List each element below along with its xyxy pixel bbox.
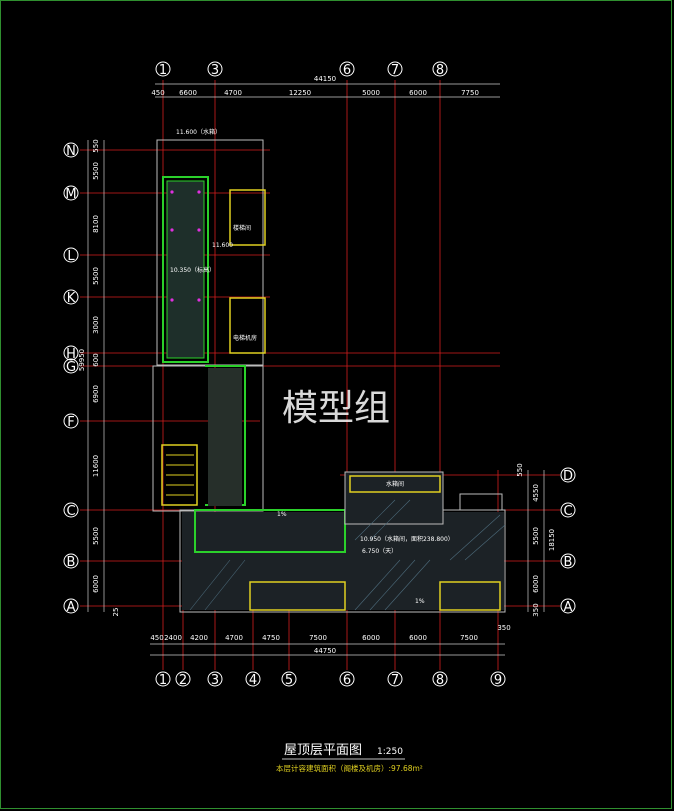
dim-seg: 6000 [409,89,427,97]
axis-label-top: 8 [436,63,444,78]
axis-label-left: F [67,415,74,430]
axis-bubbles-right [560,467,576,614]
building-outline [152,139,506,613]
dim-seg: 5500 [92,267,100,285]
axis-label-bottom: 7 [391,673,399,688]
axis-labels-left: N M L K H G F C B A [65,144,76,615]
level-label: 11.600 [212,242,233,249]
dim-seg: 6000 [532,575,540,593]
dimension-text-left: 550 5500 8100 5500 3000 600 6900 11600 5… [78,139,120,616]
axis-label-bottom: 6 [343,673,351,688]
drawing-title: 屋顶层平面图 [284,743,362,758]
axis-label-top: 1 [159,63,167,78]
axis-label-right: C [563,504,572,519]
dim-seg: 450 [150,634,163,642]
dim-seg: 5500 [92,527,100,545]
axis-labels-bottom: 1 2 3 4 5 6 7 8 9 [159,673,502,688]
axis-bubbles-top [155,61,448,77]
dim-total-bottom: 44750 [314,647,336,655]
dim-seg: 6000 [362,634,380,642]
level-label: 6.750（天） [362,548,397,555]
level-label: 10.350（标高） [170,266,215,274]
room-label: 楼梯间 [233,224,251,232]
axis-label-bottom: 4 [249,673,257,688]
axis-label-left: L [67,249,75,264]
axis-label-top: 3 [211,63,219,78]
level-label: 10.950（水箱间，面积238.800） [360,535,454,543]
axis-label-right: D [563,469,573,484]
axis-label-left: G [66,360,76,375]
plan-annotations: 11.600（水箱） 11.600 10.350（标高） 10.950（水箱间，… [170,128,454,605]
dim-seg: 5500 [92,162,100,180]
axis-label-left: C [66,504,75,519]
dim-seg: 4700 [225,634,243,642]
dim-seg: 11600 [92,455,100,477]
axis-label-top: 7 [391,63,399,78]
slope-label: 1% [277,511,287,518]
axis-label-bottom: 3 [211,673,219,688]
dimension-lines [87,83,545,656]
dim-seg: 2400 [164,634,182,642]
dim-seg: 12250 [289,89,311,97]
dim-total-top: 44150 [314,75,336,83]
axis-label-bottom: 1 [159,673,167,688]
axis-label-right: B [564,555,573,570]
dim-seg: 7500 [309,634,327,642]
dim-seg: 3000 [92,316,100,334]
dim-seg: 4750 [262,634,280,642]
dim-seg: 350 [532,603,540,616]
axis-labels-top: 1 3 6 7 8 [159,63,444,78]
stair-lines [166,454,194,496]
dim-seg: 7750 [461,89,479,97]
watermark: 模型组 [282,388,390,429]
axis-label-bottom: 9 [494,673,502,688]
roof-hatching [189,499,506,611]
dim-seg: 600 [92,353,100,366]
axis-label-left: N [66,144,76,159]
slope-label: 1% [415,598,425,605]
axis-label-left: K [67,291,76,306]
dim-seg: 5000 [362,89,380,97]
room-label: 水箱间 [386,480,404,488]
dim-seg: 7500 [460,634,478,642]
axis-bubbles-bottom [155,671,506,687]
axis-label-bottom: 2 [179,673,187,688]
axis-label-bottom: 5 [285,673,293,688]
dim-seg: 25 [112,608,120,617]
dim-seg: 4700 [224,89,242,97]
axis-bubbles-left [63,142,79,614]
dimension-text-top: 44150 450 6600 4700 12250 5000 6000 7750 [151,75,479,97]
dim-total-left: 59950 [78,349,86,371]
axis-label-right: A [564,600,573,615]
axis-label-bottom: 8 [436,673,444,688]
axis-label-left: H [66,347,76,362]
drawing-scale: 1:250 [377,747,403,757]
dim-seg: 4200 [190,634,208,642]
dim-seg: 8100 [92,215,100,233]
dim-seg: 6600 [179,89,197,97]
axis-label-left: B [67,555,76,570]
dim-total-right: 18150 [548,529,556,551]
dim-seg: 550 [516,463,524,476]
axis-label-left: A [67,600,76,615]
dim-seg: 6900 [92,385,100,403]
column-marks [170,190,201,302]
level-label: 11.600（水箱） [176,128,221,136]
axis-labels-right: D C B A [563,469,573,615]
room-label: 电梯机房 [233,334,257,342]
dim-seg: 6000 [92,575,100,593]
dim-seg: 6000 [409,634,427,642]
dim-seg: 450 [151,89,164,97]
axis-label-top: 6 [343,63,351,78]
axis-label-left: M [65,187,76,202]
dimension-text-bottom: 450 2400 4200 4700 4750 7500 6000 6000 7… [150,624,510,655]
dim-seg: 550 [92,139,100,152]
dim-seg: 5500 [532,527,540,545]
dimension-text-right: 550 4550 5500 6000 350 18150 [516,463,556,616]
area-note: 本层计容建筑面积（阁楼及机房）:97.68m² [276,763,423,773]
dim-seg: 4550 [532,484,540,502]
dim-seg: 350 [497,624,510,632]
